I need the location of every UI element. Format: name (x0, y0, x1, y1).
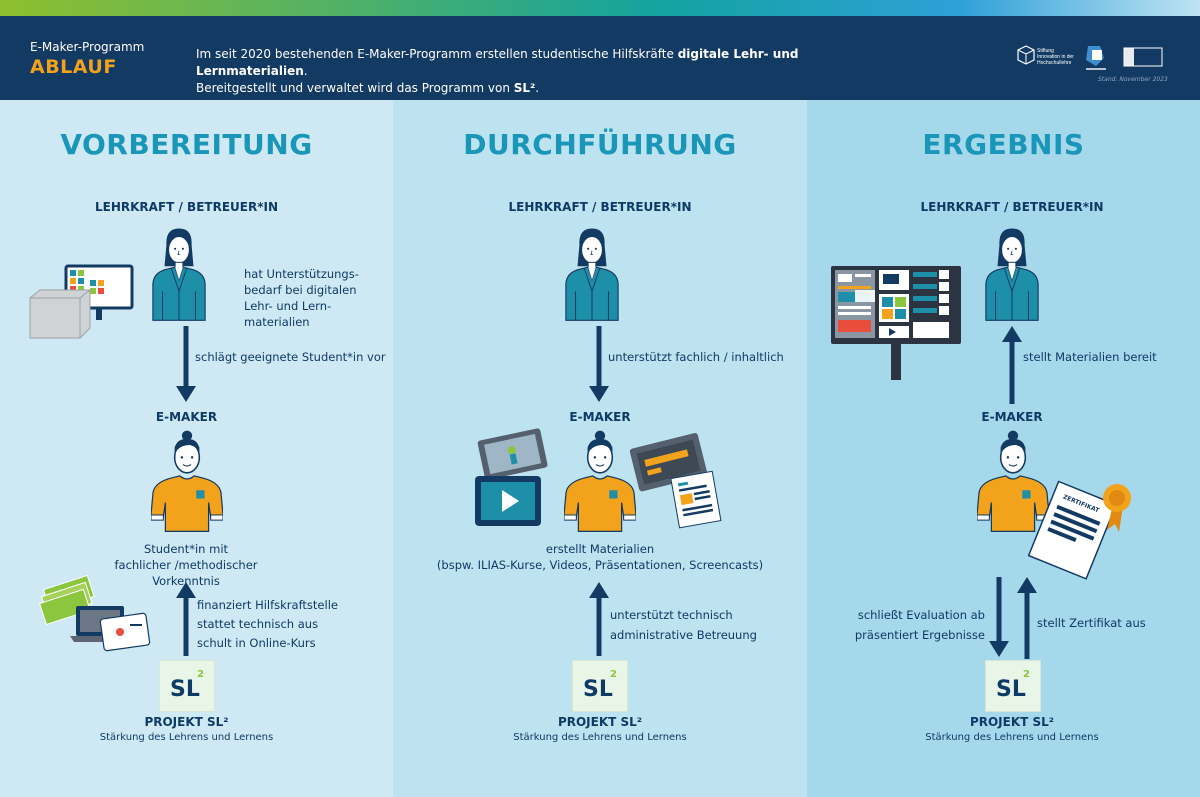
sl-logo: SL 2 (985, 660, 1041, 712)
desc-text-1: Im seit 2020 bestehenden E-Maker-Program… (196, 47, 678, 61)
support-item: schult in Online-Kurs (197, 636, 316, 650)
teacher-note-line: materialien (244, 315, 310, 329)
program-subtitle: E-Maker-Programm (30, 40, 145, 54)
sl-badge-logo-icon (1086, 46, 1106, 70)
teacher-figure-icon (983, 220, 1041, 324)
support-item: administrative Betreuung (610, 628, 757, 642)
desc-text-3: Bereitgestellt und verwaltet wird das Pr… (196, 81, 514, 95)
presentation-document-icon (629, 433, 722, 529)
stiftung-logo-icon (1017, 45, 1035, 65)
sl-logo-text: SL (170, 677, 200, 702)
logo-stiftung-line1: Stiftung (1037, 48, 1054, 54)
column-durchfuehrung: DURCHFÜHRUNG LEHRKRAFT / BETREUER*IN unt… (393, 100, 807, 797)
desc-text-2: . (303, 64, 308, 78)
video-tablets-icon (475, 428, 548, 526)
teacher-need-note: hat Unterstützungs- bedarf bei digitalen… (244, 266, 384, 330)
arrow-down-icon (989, 577, 1009, 657)
emaker-note-line: erstellt Materialien (545, 542, 655, 556)
arrow-up-icon (176, 582, 196, 656)
emaker-note-line: (bspw. ILIAS-Kurse, Videos, Präsentation… (436, 558, 764, 572)
project-title: PROJEKT SL² (144, 715, 229, 729)
top-gradient-bar (0, 0, 1200, 16)
emaker-role-label: E-MAKER (155, 410, 218, 424)
emaker-note-line: Student*in mit (143, 542, 229, 556)
sl-logo-text: SL (996, 677, 1026, 702)
logo-stiftung-line3: Hochschullehre (1037, 60, 1072, 66)
emaker-figure-icon (151, 428, 223, 532)
arrow-label-suggest: schlägt geeignete Student*in vor (195, 350, 386, 364)
project-title: PROJEKT SL² (557, 715, 643, 729)
page-title: ABLAUF (30, 56, 117, 78)
teacher-figure-icon (150, 220, 208, 324)
project-title: PROJEKT SL² (969, 715, 1055, 729)
column-vorbereitung: VORBEREITUNG LEHRKRAFT / BETREUER*IN hat… (0, 100, 393, 797)
emaker-role-label: E-MAKER (569, 410, 631, 424)
arrow-up-icon (1002, 326, 1022, 404)
emaker-note: erstellt Materialien (bspw. ILIAS-Kurse,… (393, 541, 807, 573)
sl-logo: SL 2 (159, 660, 215, 712)
sl-logo-sup: 2 (197, 669, 204, 680)
teacher-note-line: Lehr- und Lern- (244, 299, 332, 313)
support-item: finanziert Hilfskraftstelle (197, 598, 338, 612)
arrow-label-support-list: finanziert Hilfskraftstelle stattet tech… (197, 596, 338, 653)
teacher-note-line: hat Unterstützungs- (244, 267, 359, 281)
university-logo-icon (1123, 47, 1163, 67)
arrow-up-icon (589, 582, 609, 656)
teacher-role-label: LEHRKRAFT / BETREUER*IN (920, 200, 1104, 214)
logo-stiftung-line2: Innovation in der (1037, 54, 1074, 60)
arrow-label-tech-support: unterstützt technisch administrative Bet… (610, 605, 757, 645)
arrow-label-content-support: unterstützt fachlich / inhaltlich (608, 350, 784, 364)
evaluation-item: schließt Evaluation ab (857, 608, 985, 622)
monitor-cube-icon (29, 264, 134, 339)
arrow-down-icon (176, 326, 196, 402)
desc-bold-1: digitale Lehr- und Lernmaterialien (196, 47, 799, 78)
teacher-figure-icon (563, 220, 621, 324)
phase-title-vorbereitung: VORBEREITUNG (60, 128, 313, 161)
phase-title-ergebnis: ERGEBNIS (922, 128, 1085, 161)
arrow-up-icon (1017, 577, 1037, 659)
page-header: E-Maker-Programm ABLAUF Im seit 2020 bes… (0, 16, 1200, 100)
emaker-note: Student*in mit fachlicher /methodischer … (86, 541, 286, 589)
ilias-logo-icon (855, 290, 875, 302)
ilias-screen-icon (831, 266, 961, 380)
desc-bold-2: SL² (513, 81, 536, 95)
project-subtitle: Stärkung des Lehrens und Lernens (513, 732, 687, 743)
desc-text-4: . (535, 81, 540, 95)
money-laptop-icon (38, 574, 151, 652)
stand-date: Stand: November 2023 (1098, 76, 1168, 83)
evaluation-item: präsentiert Ergebnisse (854, 628, 985, 642)
emaker-note-line: fachlicher /methodischer Vorkenntnis (114, 558, 258, 588)
sl-logo-sup: 2 (1023, 669, 1030, 680)
project-subtitle: Stärkung des Lehrens und Lernens (925, 732, 1099, 743)
column-ergebnis: ERGEBNIS LEHRKRAFT / BETREUER*IN stellt … (807, 100, 1200, 797)
emaker-figure-icon (564, 428, 636, 532)
program-description: Im seit 2020 bestehenden E-Maker-Program… (196, 46, 896, 97)
seal-rosette-icon (1103, 484, 1131, 532)
support-item: unterstützt technisch (610, 608, 733, 622)
arrow-label-certificate: stellt Zertifikat aus (1037, 616, 1146, 630)
teacher-role-label: LEHRKRAFT / BETREUER*IN (94, 200, 278, 214)
sl-logo: SL 2 (572, 660, 628, 712)
teacher-role-label: LEHRKRAFT / BETREUER*IN (508, 200, 692, 214)
arrow-down-icon (589, 326, 609, 402)
sl-logo-text: SL (583, 677, 613, 702)
arrow-label-provide-materials: stellt Materialien bereit (1023, 350, 1157, 364)
certificate-icon: ZERTIFIKAT (1027, 480, 1131, 580)
teacher-note-line: bedarf bei digitalen (244, 283, 357, 297)
sl-logo-sup: 2 (610, 669, 617, 680)
project-subtitle: Stärkung des Lehrens und Lernens (99, 732, 274, 743)
arrow-label-evaluation: schließt Evaluation ab präsentiert Ergeb… (807, 605, 985, 645)
phase-title-durchfuehrung: DURCHFÜHRUNG (463, 128, 737, 161)
partner-logos: Stiftung Innovation in der Hochschullehr… (1017, 45, 1163, 70)
emaker-role-label: E-MAKER (981, 410, 1043, 424)
support-item: stattet technisch aus (197, 617, 319, 631)
